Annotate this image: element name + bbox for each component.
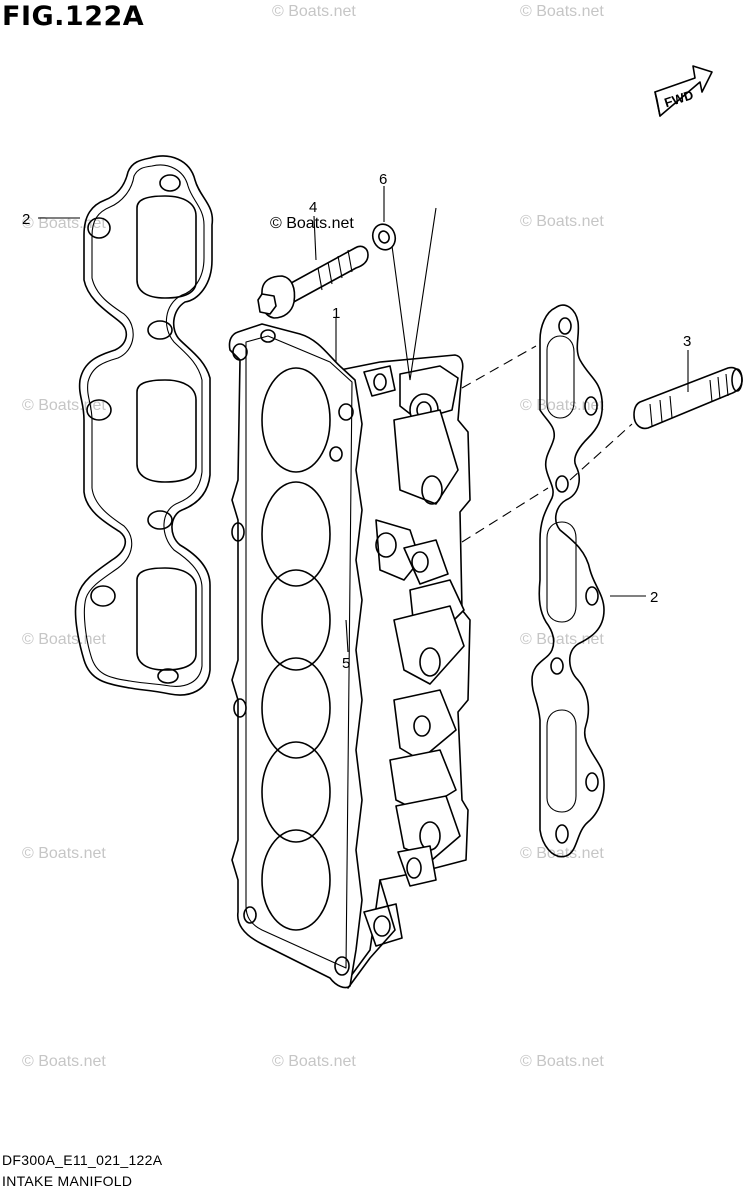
callout-leaders — [38, 186, 689, 653]
watermark: © Boats.net — [272, 3, 356, 20]
watermark: © Boats.net — [22, 397, 106, 414]
callout-1: 1 — [332, 305, 340, 322]
stud-bolt — [633, 366, 743, 430]
watermark: © Boats.net — [270, 215, 354, 232]
watermark: © Boats.net — [272, 1053, 356, 1070]
callout-4: 4 — [309, 199, 317, 216]
watermark: © Boats.net — [520, 213, 604, 230]
fwd-arrow-icon: FWD — [654, 65, 713, 117]
watermark: © Boats.net — [22, 845, 106, 862]
callout-3: 3 — [683, 333, 691, 350]
intake-manifold — [228, 323, 471, 989]
callout-5: 5 — [342, 655, 350, 672]
callout-2-right: 2 — [650, 589, 658, 606]
flange-bolt — [257, 245, 369, 319]
watermark: © Boats.net — [520, 631, 604, 648]
figure-title: FIG.122A — [2, 1, 145, 32]
right-gasket — [531, 304, 605, 858]
watermark: © Boats.net — [22, 1053, 106, 1070]
watermark: © Boats.net — [520, 397, 604, 414]
left-gasket — [74, 155, 214, 696]
callout-2-left: 2 — [22, 211, 30, 228]
watermark: © Boats.net — [520, 3, 604, 20]
diagram-caption: INTAKE MANIFOLD — [2, 1173, 133, 1189]
diagram-code: DF300A_E11_021_122A — [2, 1152, 163, 1168]
washer — [371, 223, 397, 251]
watermark: © Boats.net — [520, 845, 604, 862]
assembly-lines — [391, 207, 633, 543]
watermark: © Boats.net — [22, 631, 106, 648]
callouts: 1 2 2 3 4 5 6 — [22, 171, 691, 672]
watermark: © Boats.net — [520, 1053, 604, 1070]
callout-6: 6 — [379, 171, 387, 188]
watermark: © Boats.net — [22, 215, 106, 232]
